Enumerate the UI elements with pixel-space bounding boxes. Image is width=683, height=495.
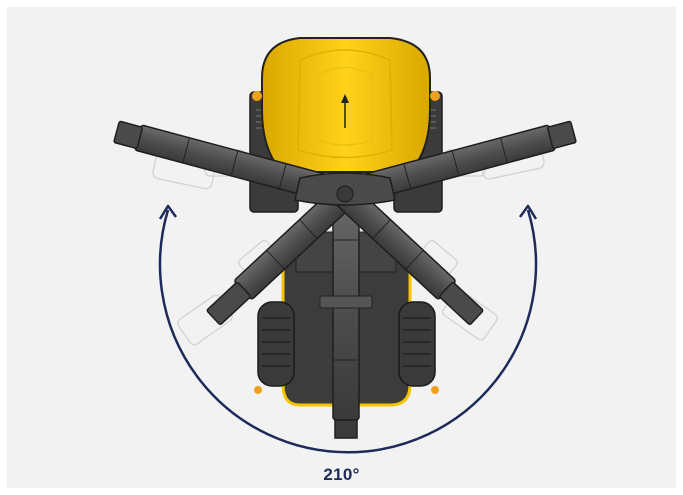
arrowhead-right-icon <box>518 204 538 220</box>
arm-hub <box>294 172 396 206</box>
boom-arm-lower-left-tip <box>206 281 251 325</box>
cab <box>252 37 440 173</box>
rotation-angle-label: 210° <box>323 465 360 484</box>
boom-arm-upper-right <box>341 120 577 206</box>
up-arrow-icon <box>341 94 349 128</box>
boom-arm-center <box>319 189 373 439</box>
boom-arm-lower-right-tip <box>439 281 484 325</box>
wheels <box>254 301 439 394</box>
arrowhead-left-icon <box>158 204 178 220</box>
swing-arc <box>158 209 538 454</box>
boom-arm-upper-left <box>113 120 349 206</box>
